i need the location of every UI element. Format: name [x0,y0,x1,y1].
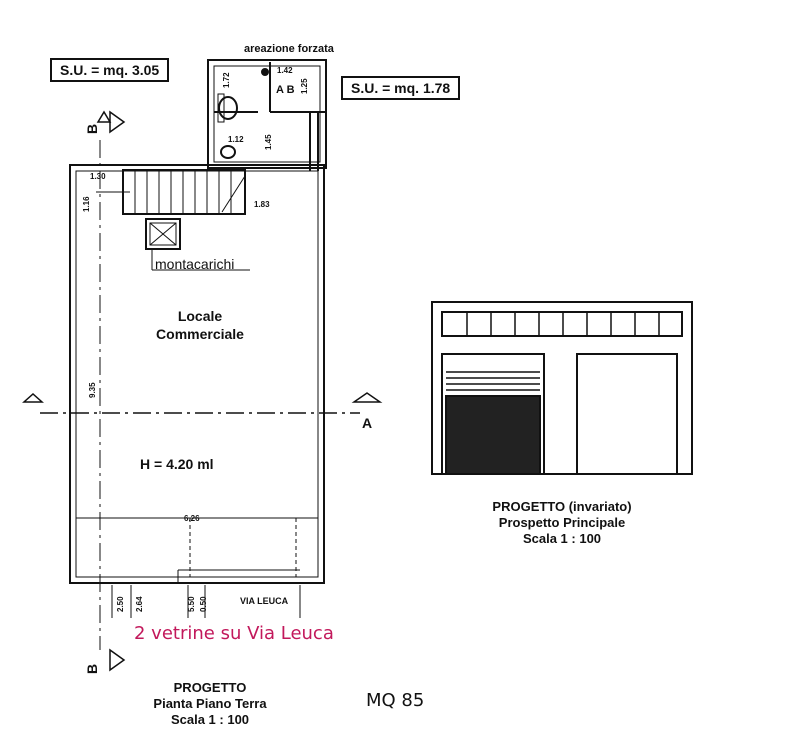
vetrine-note: 2 vetrine su Via Leuca [134,623,334,644]
dim-172: 1.72 [222,72,231,88]
dim-116: 1.16 [82,196,91,212]
ceiling-height: H = 4.20 ml [140,456,214,472]
room-name: Locale Commerciale [140,307,260,343]
su-label-left: S.U. = mq. 3.05 [50,58,170,82]
dim-250: 2.50 [116,596,125,612]
plan-title-line2: Pianta Piano Terra [153,696,267,711]
street-label: VIA LEUCA [240,596,289,606]
room-name-line1: Locale [177,308,223,324]
toilet-fixture [220,145,236,159]
facade-outline [431,301,693,475]
dim-264: 2.64 [135,596,144,612]
room-name-line2: Commerciale [156,326,244,342]
total-area-note: MQ 85 [366,690,425,711]
elevation-title-line3: Scala 1 : 100 [522,531,602,546]
section-a-label: A [362,415,373,431]
dim-050: 0.50 [199,596,208,612]
elevation-title-line2: Prospetto Principale [498,515,626,530]
montacarichi-shaft [145,218,181,250]
dim-142: 1.42 [277,66,293,75]
section-b-bottom-letter: B [84,663,100,674]
plan-title-line1: PROGETTO [173,680,247,695]
dim-130: 1.30 [90,172,106,181]
dim-550: 5.50 [187,596,196,612]
dim-112: 1.12 [228,135,244,144]
dim-145: 1.45 [264,134,273,150]
plan-title-block: PROGETTO Pianta Piano Terra Scala 1 : 10… [130,680,290,728]
bathroom-block-outline [207,59,327,169]
areazione-label: areazione forzata [244,43,334,55]
dim-125: 1.25 [300,78,309,94]
dim-935: 9.35 [88,382,97,398]
sink-fixture [218,96,238,120]
montacarichi-label: montacarichi [155,256,235,272]
dim-626: 6.26 [184,514,200,523]
plan-title-line3: Scala 1 : 100 [170,712,250,727]
shop-window-right [576,353,678,475]
dim-183: 1.83 [254,200,270,209]
staircase [122,169,246,215]
commercial-room-walls [69,164,325,584]
section-b-top-letter: B [84,123,100,134]
elevation-title-block: PROGETTO (invariato) Prospetto Principal… [462,499,662,547]
elevation-title-line1: PROGETTO (invariato) [492,499,632,514]
elevation-linework [431,301,693,475]
ab-label: A B [276,84,295,96]
su-label-right: S.U. = mq. 1.78 [341,76,461,100]
